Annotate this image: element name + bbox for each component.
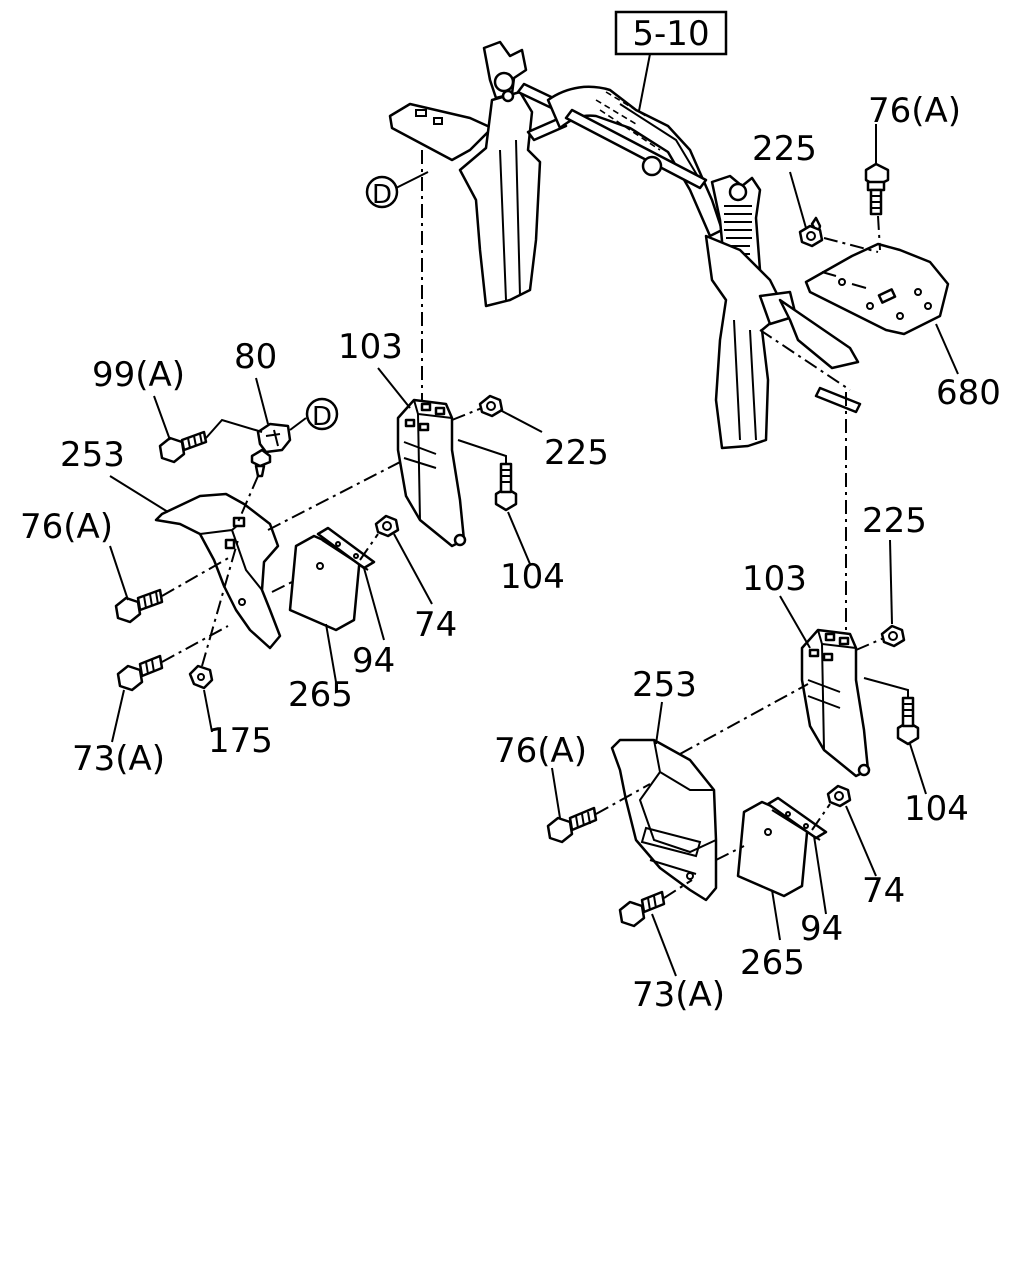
left-94-centerline xyxy=(359,533,379,561)
label-80[interactable]: 80 xyxy=(234,337,277,377)
label-76a-left[interactable]: 76(A) xyxy=(20,507,113,547)
label-253-left[interactable]: 253 xyxy=(60,435,125,475)
part-76a-bolt-left[interactable] xyxy=(114,588,164,624)
left-bolt-104-leader xyxy=(457,439,507,464)
label-74-right[interactable]: 74 xyxy=(862,871,905,911)
label-225-right[interactable]: 225 xyxy=(862,501,927,541)
part-94-strip-right[interactable] xyxy=(766,796,828,841)
part-99a-bolt[interactable] xyxy=(158,430,208,464)
label-99a[interactable]: 99(A) xyxy=(92,355,185,395)
reference-box-label: 5-10 xyxy=(632,14,709,54)
left-nut-centerline xyxy=(451,407,483,421)
leader-lines xyxy=(109,124,959,977)
label-103-right[interactable]: 103 xyxy=(742,559,807,599)
part-253-cover-right[interactable] xyxy=(610,738,718,902)
part-265-plate-left[interactable] xyxy=(288,534,362,632)
label-104-left[interactable]: 104 xyxy=(500,557,565,597)
top-bolt-centerline xyxy=(877,215,881,251)
label-103-left[interactable]: 103 xyxy=(338,327,403,367)
label-265-right[interactable]: 265 xyxy=(740,943,805,983)
d-marker-left[interactable]: D xyxy=(305,397,339,432)
top-nut-centerline xyxy=(823,237,879,253)
part-104-bolt-right[interactable] xyxy=(896,696,920,746)
label-73a-left[interactable]: 73(A) xyxy=(72,739,165,779)
left-175-centerline xyxy=(201,539,239,667)
reference-box[interactable]: 5-10 xyxy=(614,10,728,56)
label-225-top[interactable]: 225 xyxy=(752,129,817,169)
right-nut-centerline xyxy=(855,637,885,651)
part-103-bracket-right[interactable] xyxy=(800,628,871,778)
label-225-left[interactable]: 225 xyxy=(544,433,609,473)
left-265-centerline xyxy=(271,579,297,593)
part-73a-bolt-left[interactable] xyxy=(116,654,164,692)
left-73a-centerline xyxy=(161,625,229,663)
part-94-strip-left[interactable] xyxy=(316,526,376,571)
part-104-bolt-left[interactable] xyxy=(494,462,518,512)
right-76a-centerline xyxy=(595,783,651,815)
right-bolt-104-leader xyxy=(863,677,909,698)
right-73a-centerline xyxy=(663,879,693,899)
right-cover-centerline xyxy=(679,683,809,755)
label-76a-right[interactable]: 76(A) xyxy=(494,731,587,771)
label-680[interactable]: 680 xyxy=(936,373,1001,413)
part-225-nut-top[interactable] xyxy=(798,224,824,248)
label-73a-right[interactable]: 73(A) xyxy=(632,975,725,1015)
top-right-centerline xyxy=(759,329,851,391)
part-680-plate[interactable] xyxy=(804,216,950,336)
d-marker-leader-left xyxy=(289,417,307,431)
part-225-nut-right[interactable] xyxy=(880,624,906,648)
label-253-right[interactable]: 253 xyxy=(632,665,697,705)
part-73a-bolt-right[interactable] xyxy=(618,890,666,928)
left-screw-centerline xyxy=(237,475,259,523)
reference-leader xyxy=(637,53,651,117)
d-marker-leader-top xyxy=(395,171,429,189)
upper-frame-assembly xyxy=(388,40,862,450)
label-94-right[interactable]: 94 xyxy=(800,909,843,949)
svg-text:D: D xyxy=(372,180,392,210)
part-103-bracket-left[interactable] xyxy=(396,398,467,548)
left-cover-centerline xyxy=(267,459,405,531)
label-175[interactable]: 175 xyxy=(208,721,273,761)
part-74-nut-right[interactable] xyxy=(826,784,852,808)
part-265-plate-right[interactable] xyxy=(736,800,810,898)
label-74-left[interactable]: 74 xyxy=(414,605,457,645)
part-76a-bolt-right[interactable] xyxy=(546,806,598,844)
part-175-nut[interactable] xyxy=(188,664,214,690)
label-265-left[interactable]: 265 xyxy=(288,675,353,715)
callout-labels: 76(A) 225 680 99(A) 80 103 253 225 76(A)… xyxy=(20,91,1001,1015)
part-225-nut-left[interactable] xyxy=(478,394,504,418)
part-253-cover-left[interactable] xyxy=(154,492,282,650)
part-80-screw[interactable] xyxy=(250,448,272,478)
svg-text:D: D xyxy=(312,402,332,432)
label-104-right[interactable]: 104 xyxy=(904,789,969,829)
right-94-centerline xyxy=(811,803,831,831)
d-marker-top[interactable]: D xyxy=(365,175,399,210)
label-94-left[interactable]: 94 xyxy=(352,641,395,681)
part-76a-bolt-top[interactable] xyxy=(864,162,890,216)
left-99a-80-leader xyxy=(205,418,263,439)
part-80-clip[interactable] xyxy=(256,422,292,454)
label-76a-top[interactable]: 76(A) xyxy=(868,91,961,131)
right-265-centerline xyxy=(715,845,745,861)
left-76a-centerline xyxy=(161,555,233,597)
part-74-nut-left[interactable] xyxy=(374,514,400,538)
